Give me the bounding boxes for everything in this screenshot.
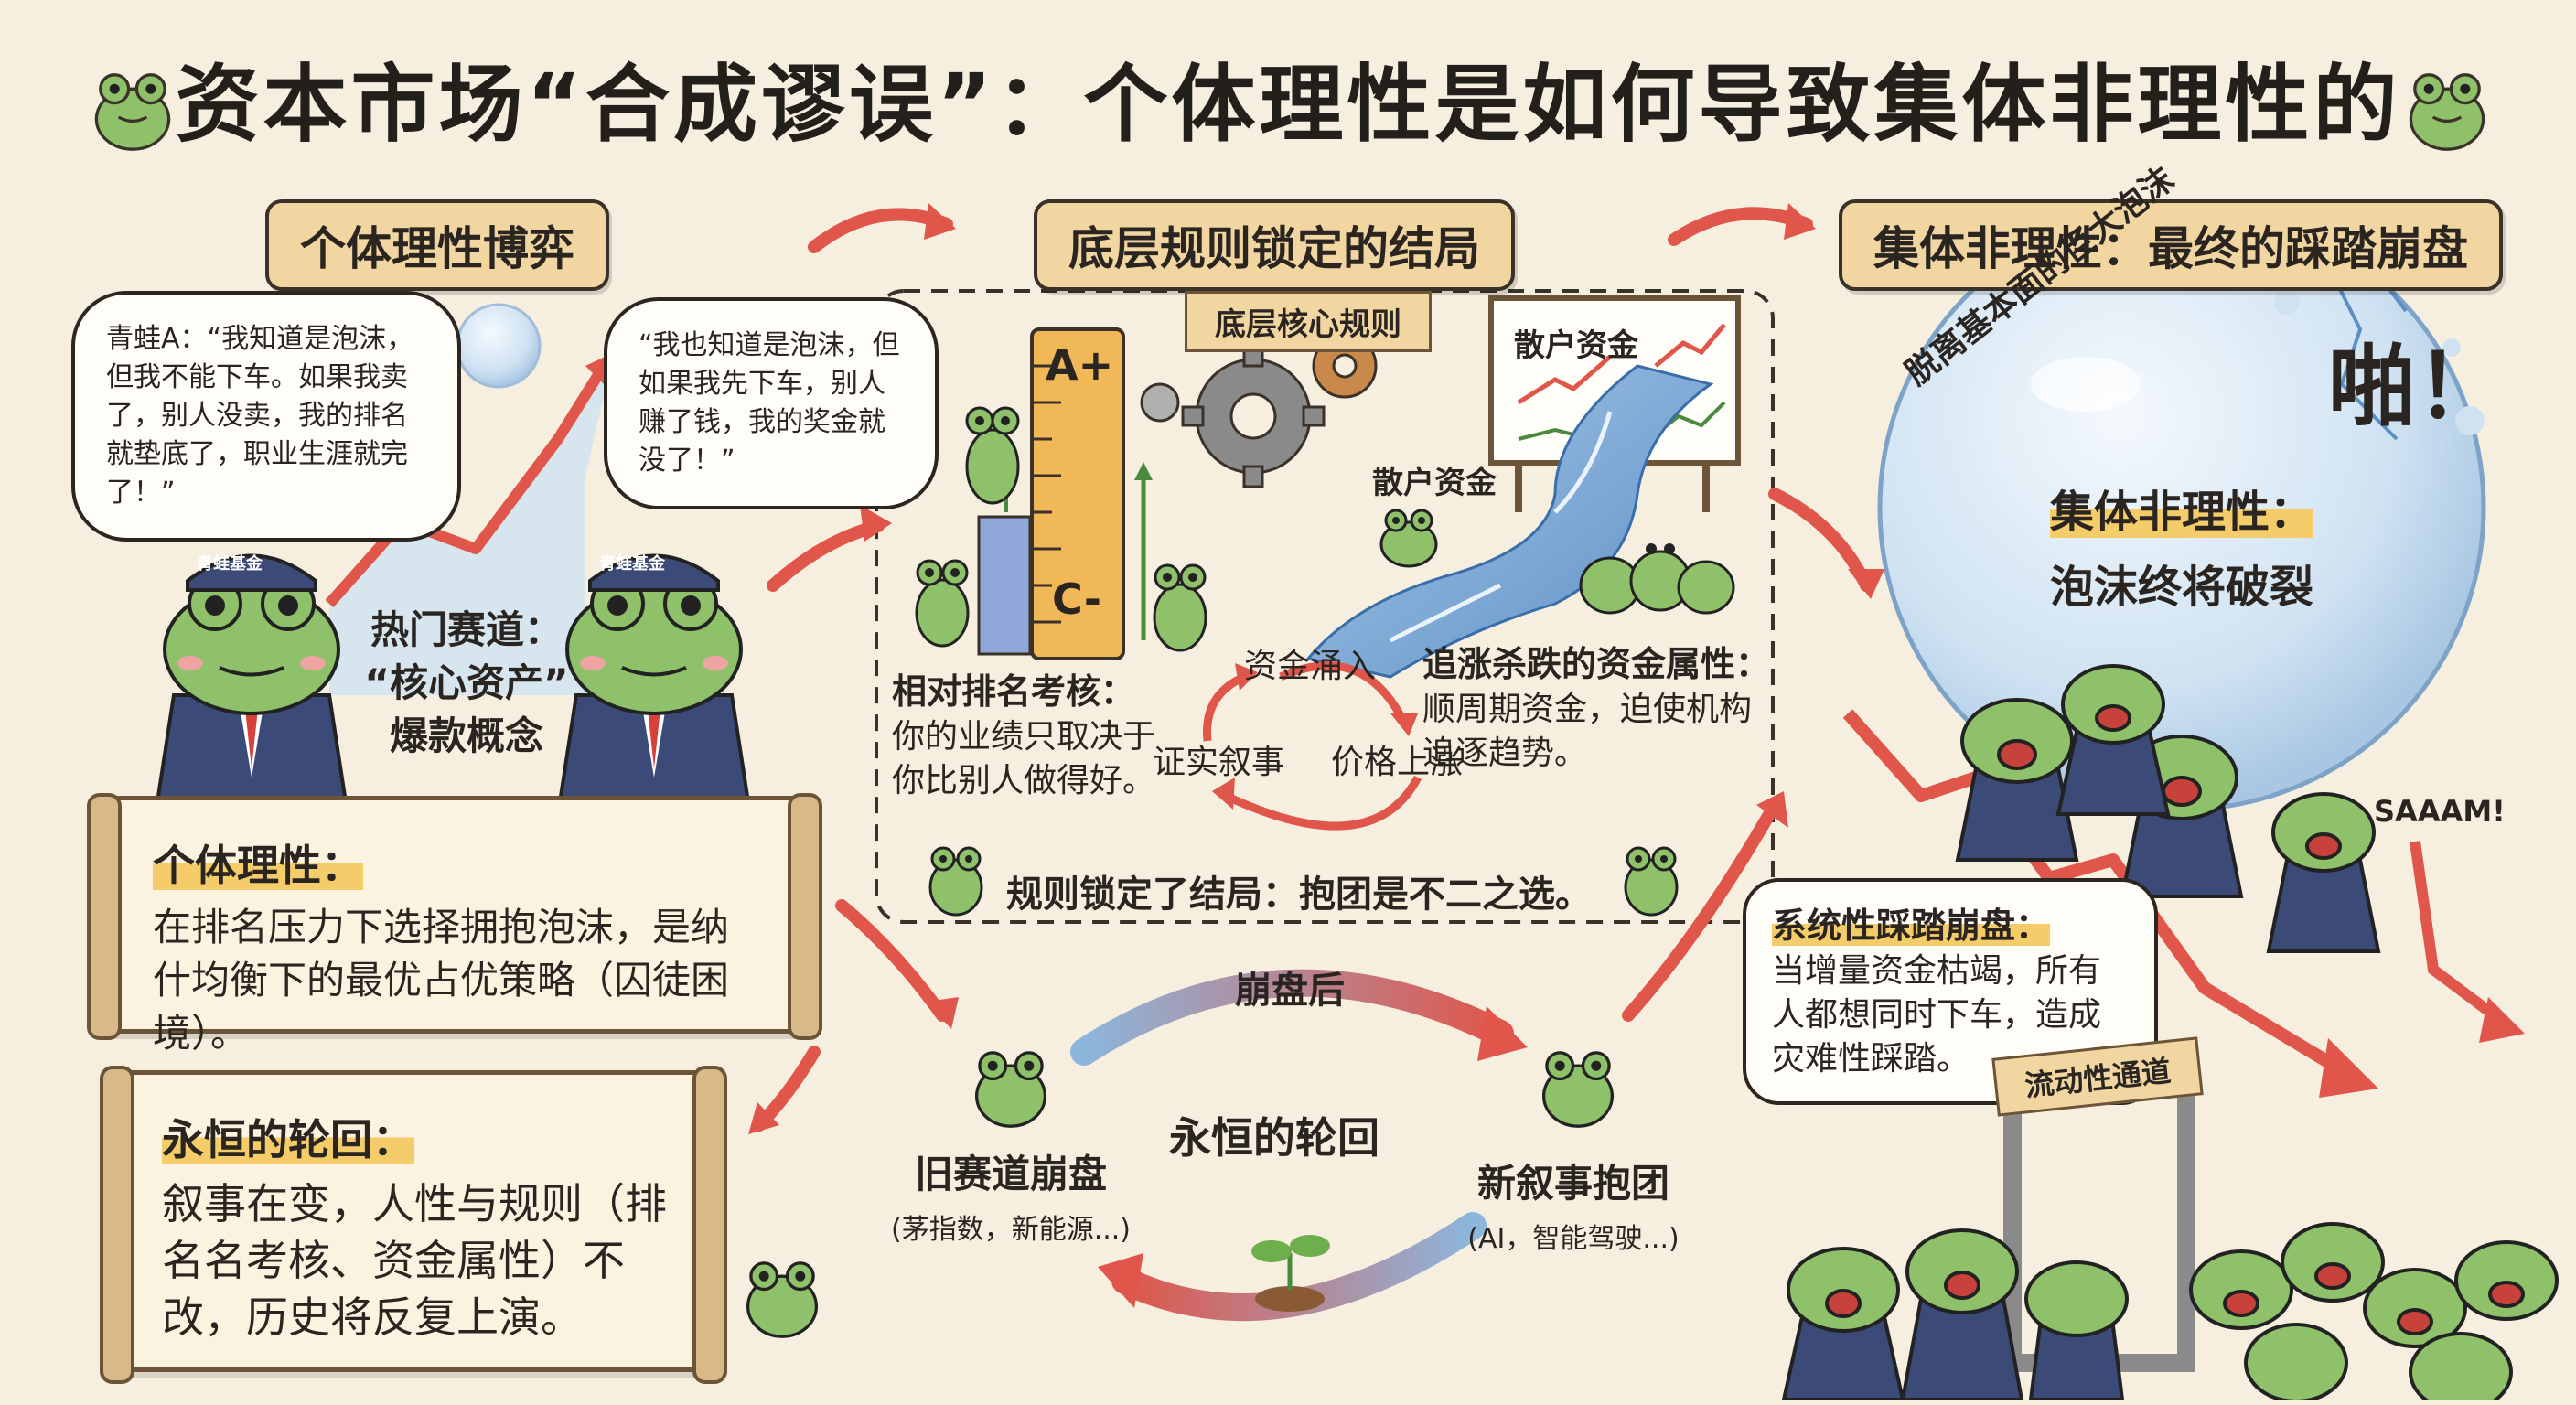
arrow-to-cycle — [835, 899, 949, 1022]
rising-trend-area — [329, 357, 613, 695]
scroll-cap-top-left — [100, 1066, 134, 1384]
frog-river-1 — [1379, 509, 1438, 568]
fund-frog-right — [555, 553, 753, 814]
frog-low-right — [1153, 563, 1208, 652]
rising-trend-line — [325, 362, 609, 607]
loop-label-price-rise: 价格上涨 — [1331, 744, 1464, 781]
loop-arrow-2 — [1224, 775, 1422, 831]
cycle-title: 永恒的轮回： — [162, 1111, 414, 1168]
fund-cap-label-right: 青蛙基金 — [599, 554, 665, 574]
cycle-body: 叙事在变，人性与规则（排名名考核、资金属性）不改，历史将反复上演。 — [162, 1179, 667, 1342]
loop-label-inflow: 资金涌入 — [1244, 648, 1377, 685]
section-header-middle: 底层规则锁定的结局 — [1034, 199, 1515, 291]
hot-track-label: 热门赛道： “核心资产” 爆款概念 — [357, 604, 576, 763]
irrationality-title: 集体非理性： — [2026, 476, 2337, 540]
frog-lock-right — [1624, 846, 1679, 917]
crash-arrow-2 — [2410, 841, 2510, 1029]
frog-low-left — [915, 559, 970, 648]
frog-old-track — [974, 1051, 1047, 1128]
hot-concept: 爆款概念 — [389, 713, 543, 758]
scroll-individual-rationality: 个体理性： 在排名压力下选择拥抱泡沫，是纳什均衡下的最优占优策略（囚徒困境）。 — [87, 793, 822, 1056]
arrow-from-cycle — [1622, 799, 1781, 1022]
money-title: 追涨杀跌的资金属性： — [1422, 644, 1771, 684]
fund-cap-label-left: 青蛙基金 — [197, 554, 263, 574]
section-header-left: 个体理性博弈 — [265, 199, 609, 291]
frog-icon-top-left — [94, 73, 171, 151]
irrationality-body: 泡沫终将破裂 — [2049, 562, 2313, 613]
core-rule-sign: 底层核心规则 — [1185, 291, 1432, 352]
loop-label-confirm: 证实叙事 — [1153, 744, 1285, 781]
rules-lock-statement: 规则锁定了结局：抱团是不二之选。 — [1006, 874, 1592, 916]
frog-new-track — [1541, 1051, 1615, 1128]
stampede-note: 系统性踩踏崩盘： 当增量资金枯竭，所有人都想同时下车，造成灾难性踩踏。 — [1743, 878, 2158, 1105]
stampede-title-text: 系统性踩踏崩盘： — [1772, 906, 2051, 946]
cycle-title-text: 永恒的轮回： — [162, 1115, 414, 1164]
stampede-frog-crowd — [1781, 1222, 2559, 1400]
loop-arrow-1 — [1279, 661, 1409, 725]
grade-top: A+ — [1046, 340, 1114, 390]
irrationality-block: 集体非理性： 泡沫终将破裂 — [2026, 476, 2337, 615]
hot-track: 热门赛道： — [370, 607, 563, 652]
retail-money-label: 散户资金 — [1372, 465, 1497, 501]
speech-bubble-frog-a: 青蛙A：“我知道是泡沫，但我不能下车。如果我卖了，别人没卖，我的排名就垫底了，职… — [71, 291, 461, 542]
scroll-cap-top-right — [692, 1066, 727, 1384]
new-track-label: 新叙事抱团 — [1476, 1161, 1669, 1206]
speech-bubble-frog-b: “我也知道是泡沫，但如果我先下车，别人赚了钱，我的奖金就没了！” — [604, 297, 939, 509]
frog-lock-left — [928, 846, 983, 917]
stampede-body: 当增量资金枯竭，所有人都想同时下车，造成灾难性踩踏。 — [1772, 952, 2102, 1078]
board-title: 散户资金 — [1514, 327, 1638, 364]
scroll-cap-right — [788, 793, 822, 1040]
rationality-title-text: 个体理性： — [153, 841, 363, 890]
stampede-title: 系统性踩踏崩盘： — [1772, 902, 2129, 949]
irrationality-title-text: 集体非理性： — [2049, 487, 2313, 538]
ranking-ruler — [1030, 327, 1125, 660]
old-track-label: 旧赛道崩盘 — [914, 1152, 1107, 1196]
new-track-block: 新叙事抱团 (AI，智能驾驶...) — [1427, 1153, 1720, 1256]
money-body: 顺周期资金，迫使机构追逐趋势。 — [1422, 691, 1753, 772]
grade-bottom: C- — [1052, 574, 1101, 624]
cycle-arc-top — [1070, 969, 1514, 1066]
core-assets: “核心资产” — [364, 660, 569, 705]
ranking-assessment: 相对排名考核： 你的业绩只取决于你比别人做得好。 — [892, 668, 1166, 803]
money-attribute: 追涨杀跌的资金属性： 顺周期资金，迫使机构追逐趋势。 — [1422, 640, 1770, 776]
rationality-body: 在排名压力下选择拥抱泡沫，是纳什均衡下的最优占优策略（囚徒困境）。 — [153, 905, 730, 1056]
pop-text: 啪！ — [2328, 336, 2504, 438]
rationality-title: 个体理性： — [153, 837, 363, 894]
retail-money-river — [1305, 364, 1714, 679]
frog-river-group — [1579, 543, 1735, 615]
scroll-cap-left — [87, 793, 122, 1040]
frog-on-podium — [965, 406, 1020, 505]
page-title: 资本市场“合成谬误”：个体理性是如何导致集体非理性的 — [175, 56, 2401, 154]
scroll-eternal-cycle: 永恒的轮回： 叙事在变，人性与规则（排名名考核、资金属性）不改，历史将反复上演。 — [100, 1066, 727, 1384]
new-track-sub: (AI，智能驾驶...) — [1467, 1223, 1680, 1255]
arrow-left-to-middle — [767, 520, 885, 592]
fund-frog-left — [153, 553, 350, 814]
frog-bottom-left — [746, 1261, 819, 1338]
loop-arrow-3 — [1203, 672, 1246, 742]
section-header-right: 集体非理性：最终的踩踏崩盘 — [1839, 199, 2503, 291]
old-track-sub: (茅指数，新能源...) — [890, 1214, 1132, 1246]
panicked-fund-frogs — [1955, 664, 2381, 953]
small-bubble — [456, 303, 542, 389]
after-crash-label: 崩盘后 — [1235, 970, 1345, 1012]
ranking-body: 你的业绩只取决于你比别人做得好。 — [892, 718, 1156, 799]
eternal-cycle-center: 永恒的轮回 — [1169, 1113, 1379, 1163]
blue-podium — [977, 515, 1032, 656]
saaam-text: SAAAM! — [2374, 794, 2506, 829]
old-track-block: 旧赛道崩盘 (茅指数，新能源...) — [864, 1143, 1157, 1247]
ranking-title: 相对排名考核： — [892, 671, 1136, 712]
frog-icon-top-right — [2409, 73, 2485, 151]
